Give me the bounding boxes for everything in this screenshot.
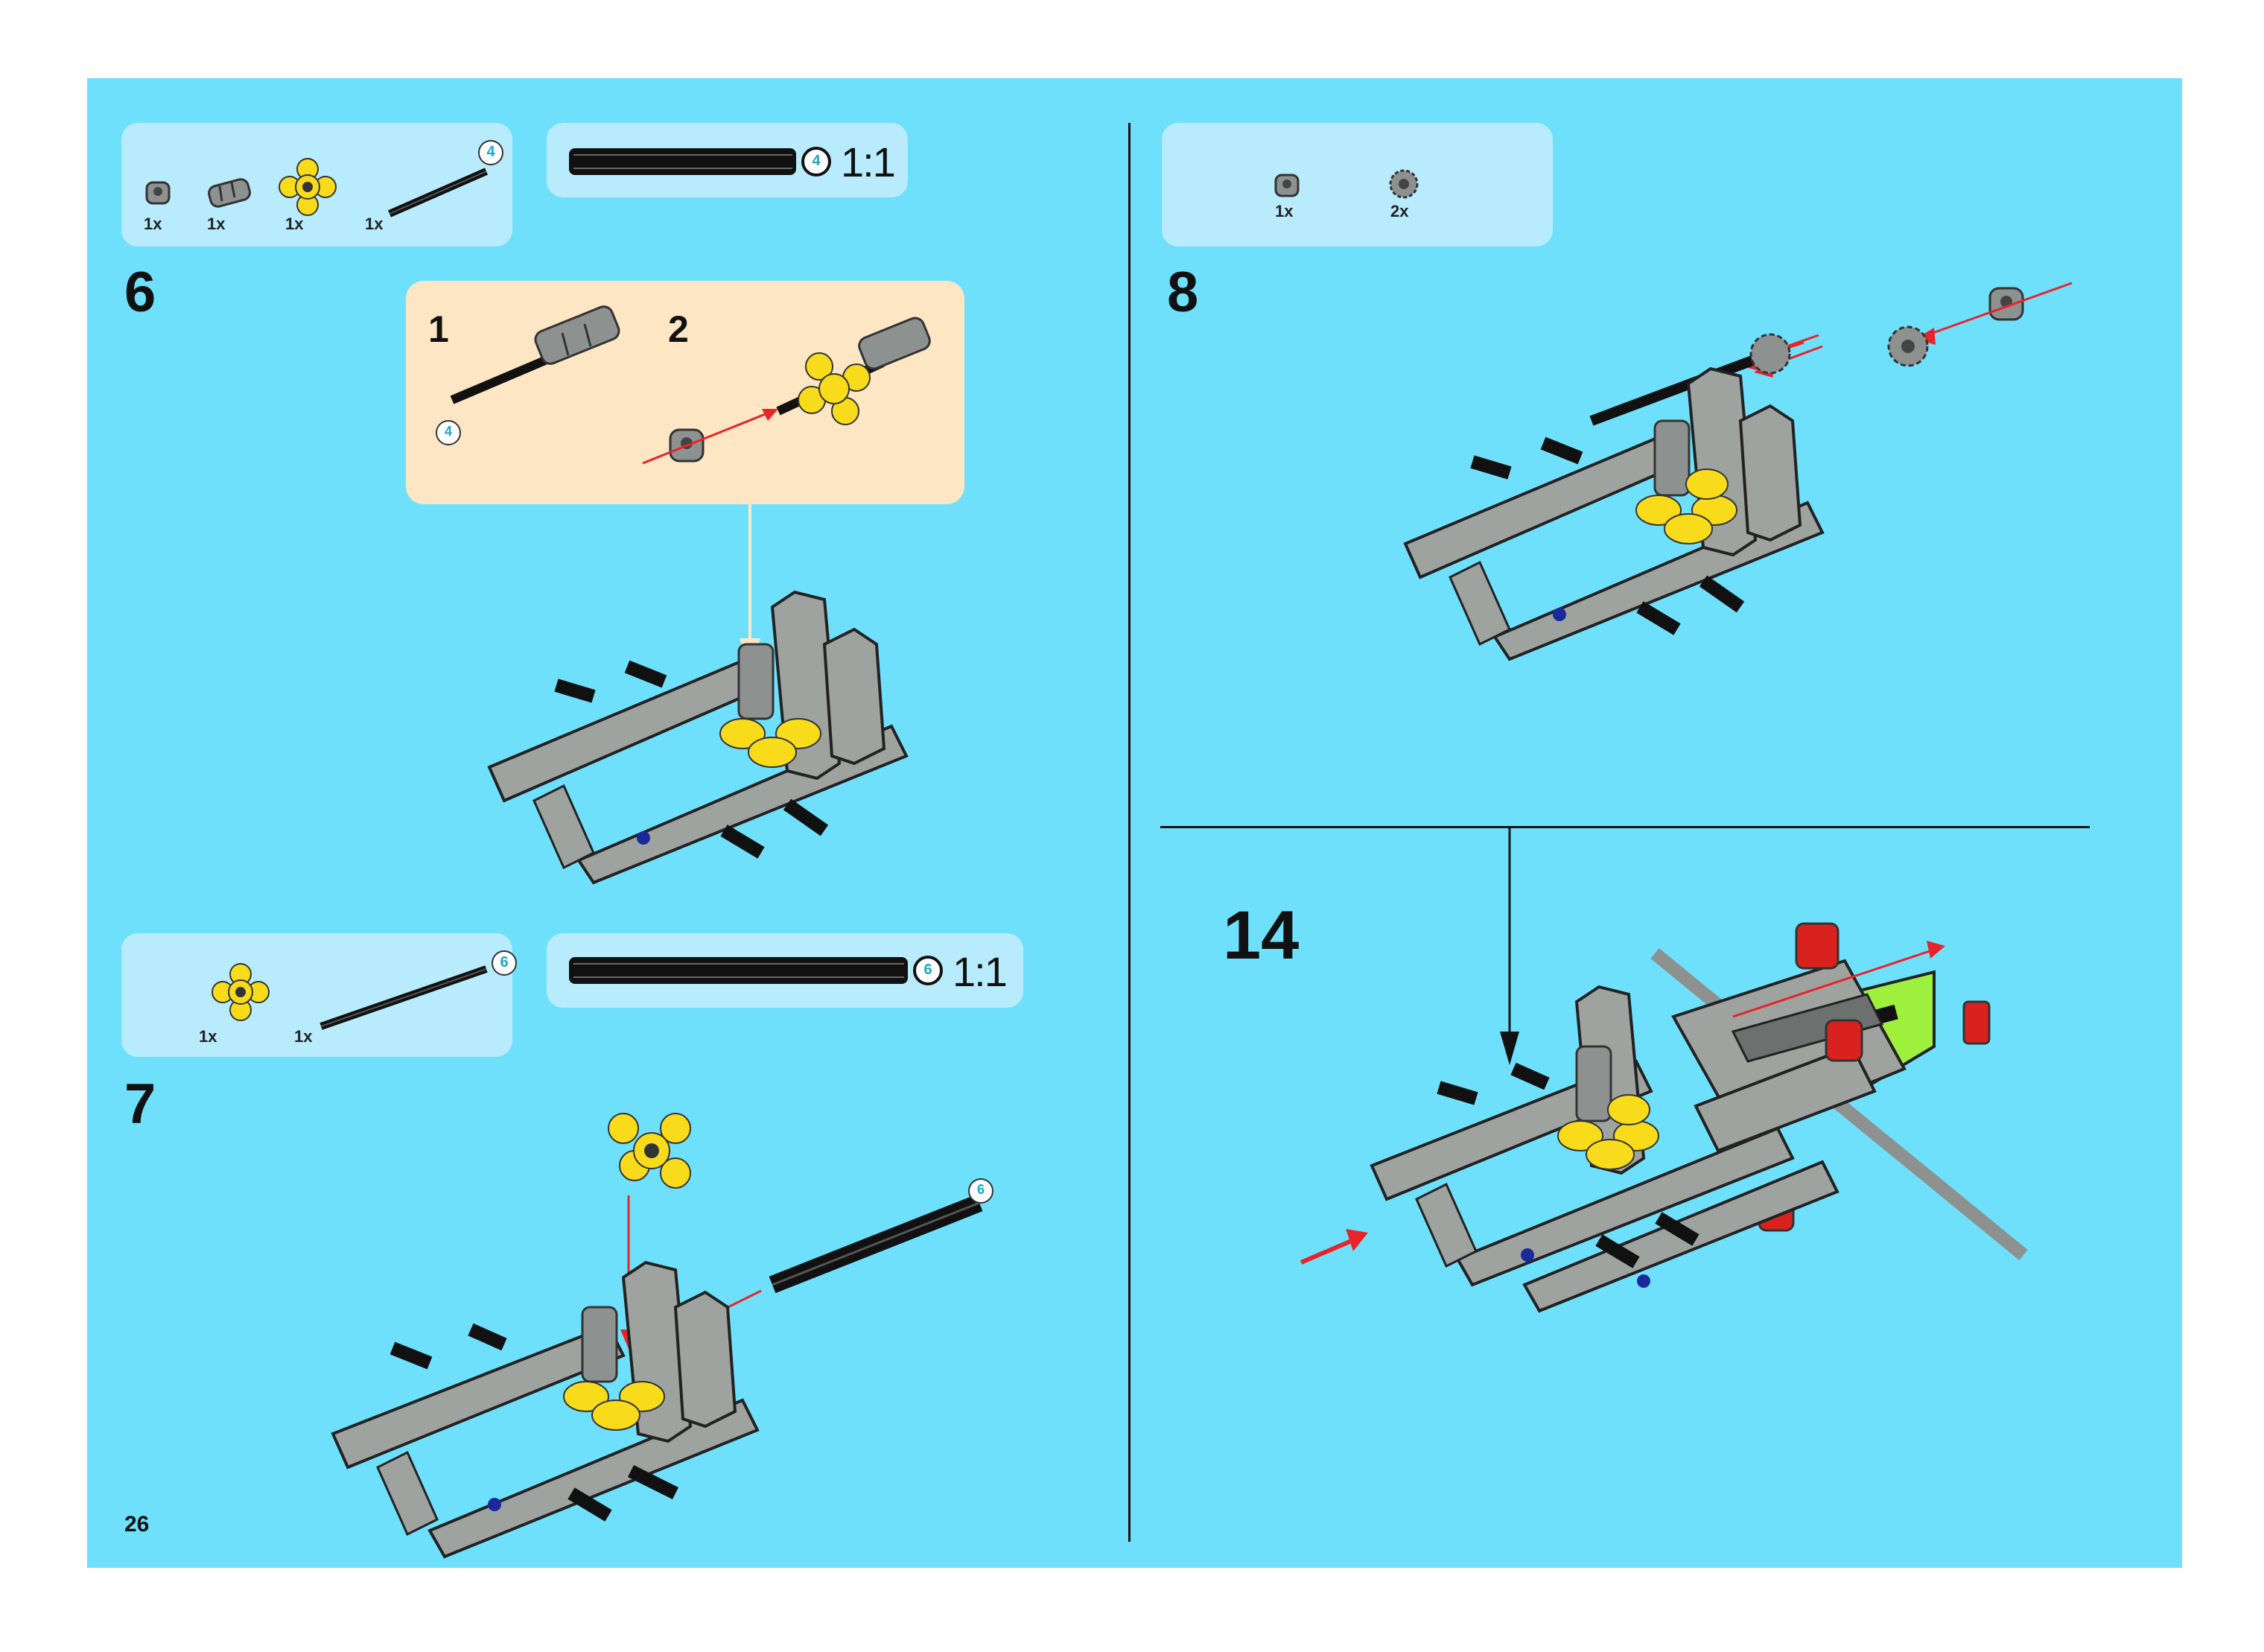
step-14-model-svg [87,78,2182,1568]
page-number: 26 [124,1512,149,1537]
instruction-page: 1x 1x 1x 1x 4 4 1:1 6 [87,78,2182,1568]
step-14-model [1372,924,2023,1311]
arrow-head [1927,941,1945,959]
sub-assembly-pointer-head [1500,1032,1519,1065]
assembly-arrow-line [1301,1240,1353,1262]
